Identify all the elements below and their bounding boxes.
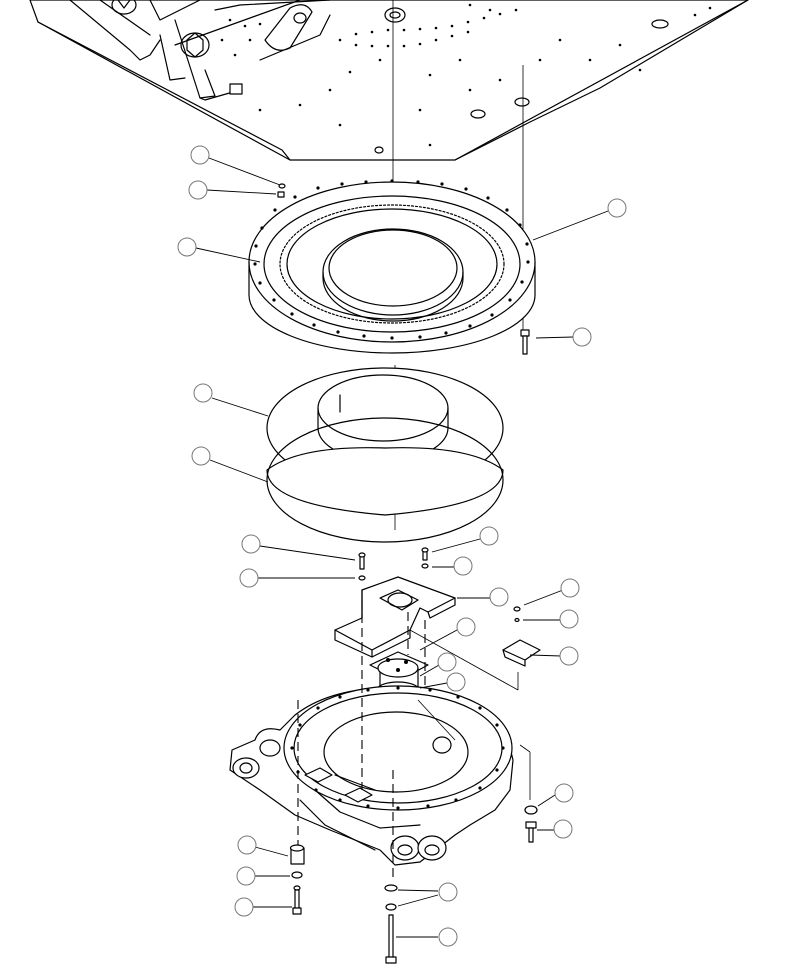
bearing-bolt-holes — [253, 179, 530, 340]
callout-circles — [177, 145, 627, 947]
callout-7[interactable] — [191, 446, 211, 466]
bracket-bolts — [358, 547, 521, 623]
callout-20[interactable] — [553, 819, 573, 839]
callout-3[interactable] — [177, 237, 197, 257]
callout-18[interactable] — [446, 672, 466, 692]
lower-fasteners — [289, 805, 538, 964]
callout-21[interactable] — [237, 835, 257, 855]
callout-10[interactable] — [479, 526, 499, 546]
callout-23[interactable] — [234, 897, 254, 917]
callout-9[interactable] — [239, 568, 259, 588]
swing-bearing-ring-gear — [248, 179, 536, 354]
callout-14[interactable] — [559, 609, 579, 629]
bracket-plate — [334, 576, 541, 667]
callout-11[interactable] — [453, 556, 473, 576]
alignment-lines — [297, 600, 531, 880]
callout-15[interactable] — [559, 646, 579, 666]
callout-19[interactable] — [554, 783, 574, 803]
callout-16[interactable] — [456, 617, 476, 637]
callout-1[interactable] — [190, 145, 210, 165]
callout-5[interactable] — [572, 327, 592, 347]
callout-6[interactable] — [193, 383, 213, 403]
callout-22[interactable] — [236, 866, 256, 886]
lower-frame — [229, 685, 514, 866]
callout-25[interactable] — [438, 927, 458, 947]
seal-ring-lower — [266, 417, 504, 543]
callout-24[interactable] — [438, 882, 458, 902]
callout-4[interactable] — [607, 198, 627, 218]
callout-12[interactable] — [489, 587, 509, 607]
upper-frame — [29, 0, 749, 161]
frame-bolt-holes — [290, 686, 505, 810]
callout-leaders — [195, 157, 609, 938]
callout-13[interactable] — [560, 578, 580, 598]
bearing-small-parts — [277, 183, 530, 355]
callout-17[interactable] — [437, 652, 457, 672]
callout-2[interactable] — [188, 180, 208, 200]
callout-8[interactable] — [241, 534, 261, 554]
